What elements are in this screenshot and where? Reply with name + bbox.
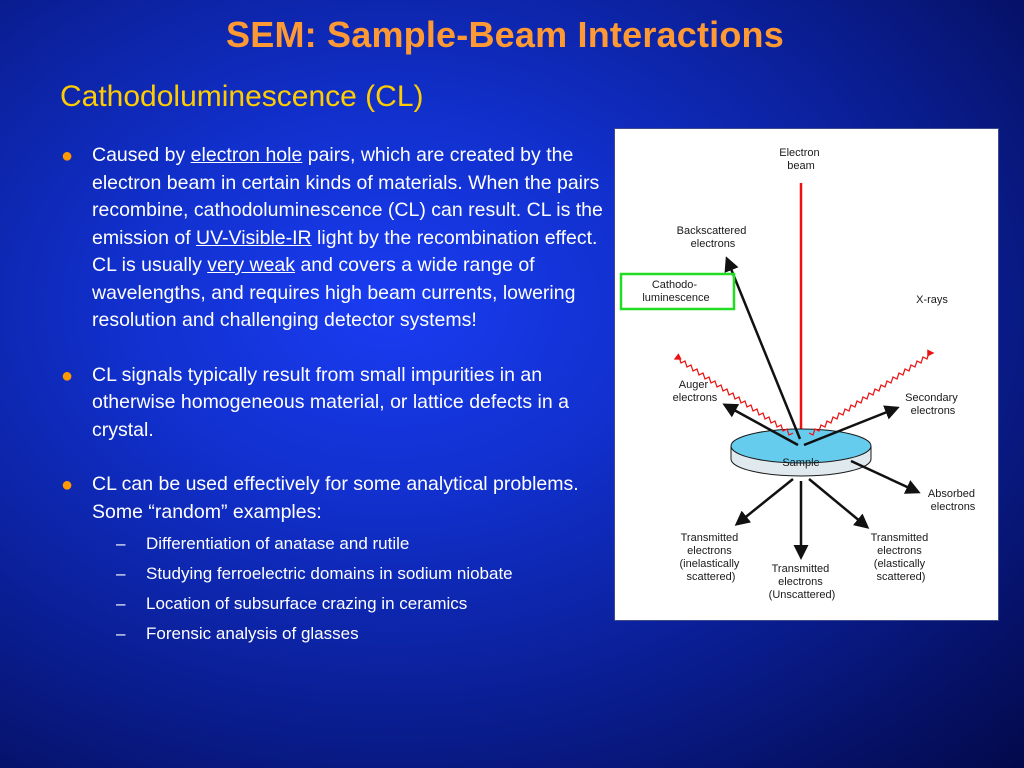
transmitted-unscattered-label: Transmitted electrons (Unscattered) [769,563,836,601]
bullet-dot-icon: ● [61,364,74,387]
interaction-diagram: Sample Electron beam Backscattered elect… [614,128,999,621]
very-weak-link[interactable]: very weak [207,254,296,276]
cathodoluminescence-wave [673,353,794,436]
bullet-item: ● CL signals typically result from small… [60,362,605,445]
bullet-text: CL can be used effectively for some anal… [92,473,579,523]
example-item: – Location of subsurface crazing in ceram… [60,589,605,619]
example-text: Studying ferroelectric domains in sodium… [146,564,513,583]
electron-beam-label: Electron beam [779,147,822,172]
bullet-item: ● CL can be used effectively for some an… [60,471,605,526]
example-text: Location of subsurface crazing in cerami… [146,594,468,613]
dash-icon: – [116,624,126,643]
transmitted-elastic-arrow [808,478,870,529]
interaction-diagram-svg: Sample Electron beam Backscattered elect… [619,147,978,601]
auger-arrow [722,403,799,447]
bullet-text: light by the recombination effect. CL is… [92,226,598,277]
example-text: Forensic analysis of glasses [146,624,359,643]
dash-icon: – [116,534,126,553]
absorbed-arrow [850,459,921,494]
bullet-text: CL signals typically result from small i… [92,363,569,441]
slide-title: SEM: Sample-Beam Interactions [226,14,784,55]
transmitted-inelastic-label: Transmitted electrons (inelastically sca… [680,532,743,583]
xrays-label: X-rays [916,294,948,306]
example-item: – Differentiation of anatase and rutile [60,529,605,559]
example-text: Differentiation of anatase and rutile [146,534,410,553]
bullet-dot-icon: ● [61,474,74,496]
bullet-item: ● Caused by electron hole pairs, which a… [60,142,605,335]
bullet-text: Caused by [92,144,191,166]
bullet-dot-icon: ● [61,145,74,167]
cathodo-highlight-box [619,272,736,311]
transmitted-elastic-label: Transmitted electrons (elastically scatt… [871,532,932,583]
bullet-list: ● Caused by electron hole pairs, which a… [60,142,605,649]
cathodoluminescence-label: Cathodo- luminescence [642,279,709,304]
example-item: – Studying ferroelectric domains in sodiu… [60,559,605,589]
secondary-arrow [803,405,900,447]
secondary-label: Secondary electrons [905,392,961,417]
example-list: – Differentiation of anatase and rutile –… [60,529,605,649]
auger-label: Auger electrons [673,379,718,404]
slide-subtitle: Cathodoluminescence (CL) [60,80,424,113]
backscattered-arrow [724,256,802,440]
dash-icon: – [116,564,126,583]
xray-wave [808,349,935,436]
electron-hole-link[interactable]: electron hole [190,144,303,166]
bullet-text: and covers a wide range of wavelengths, … [92,254,576,331]
transmitted-inelastic-arrow [734,478,794,526]
backscattered-label: Backscattered electrons [677,225,750,250]
sample-label: Sample [782,457,819,469]
example-item: – Forensic analysis of glasses [60,619,605,649]
sample-disk: Sample [730,428,872,477]
uv-visible-ir-link[interactable]: UV-Visible-IR [196,226,312,249]
absorbed-label: Absorbed electrons [928,488,978,513]
bullet-text: pairs, which are created by the electron… [92,144,603,249]
dash-icon: – [116,594,126,613]
